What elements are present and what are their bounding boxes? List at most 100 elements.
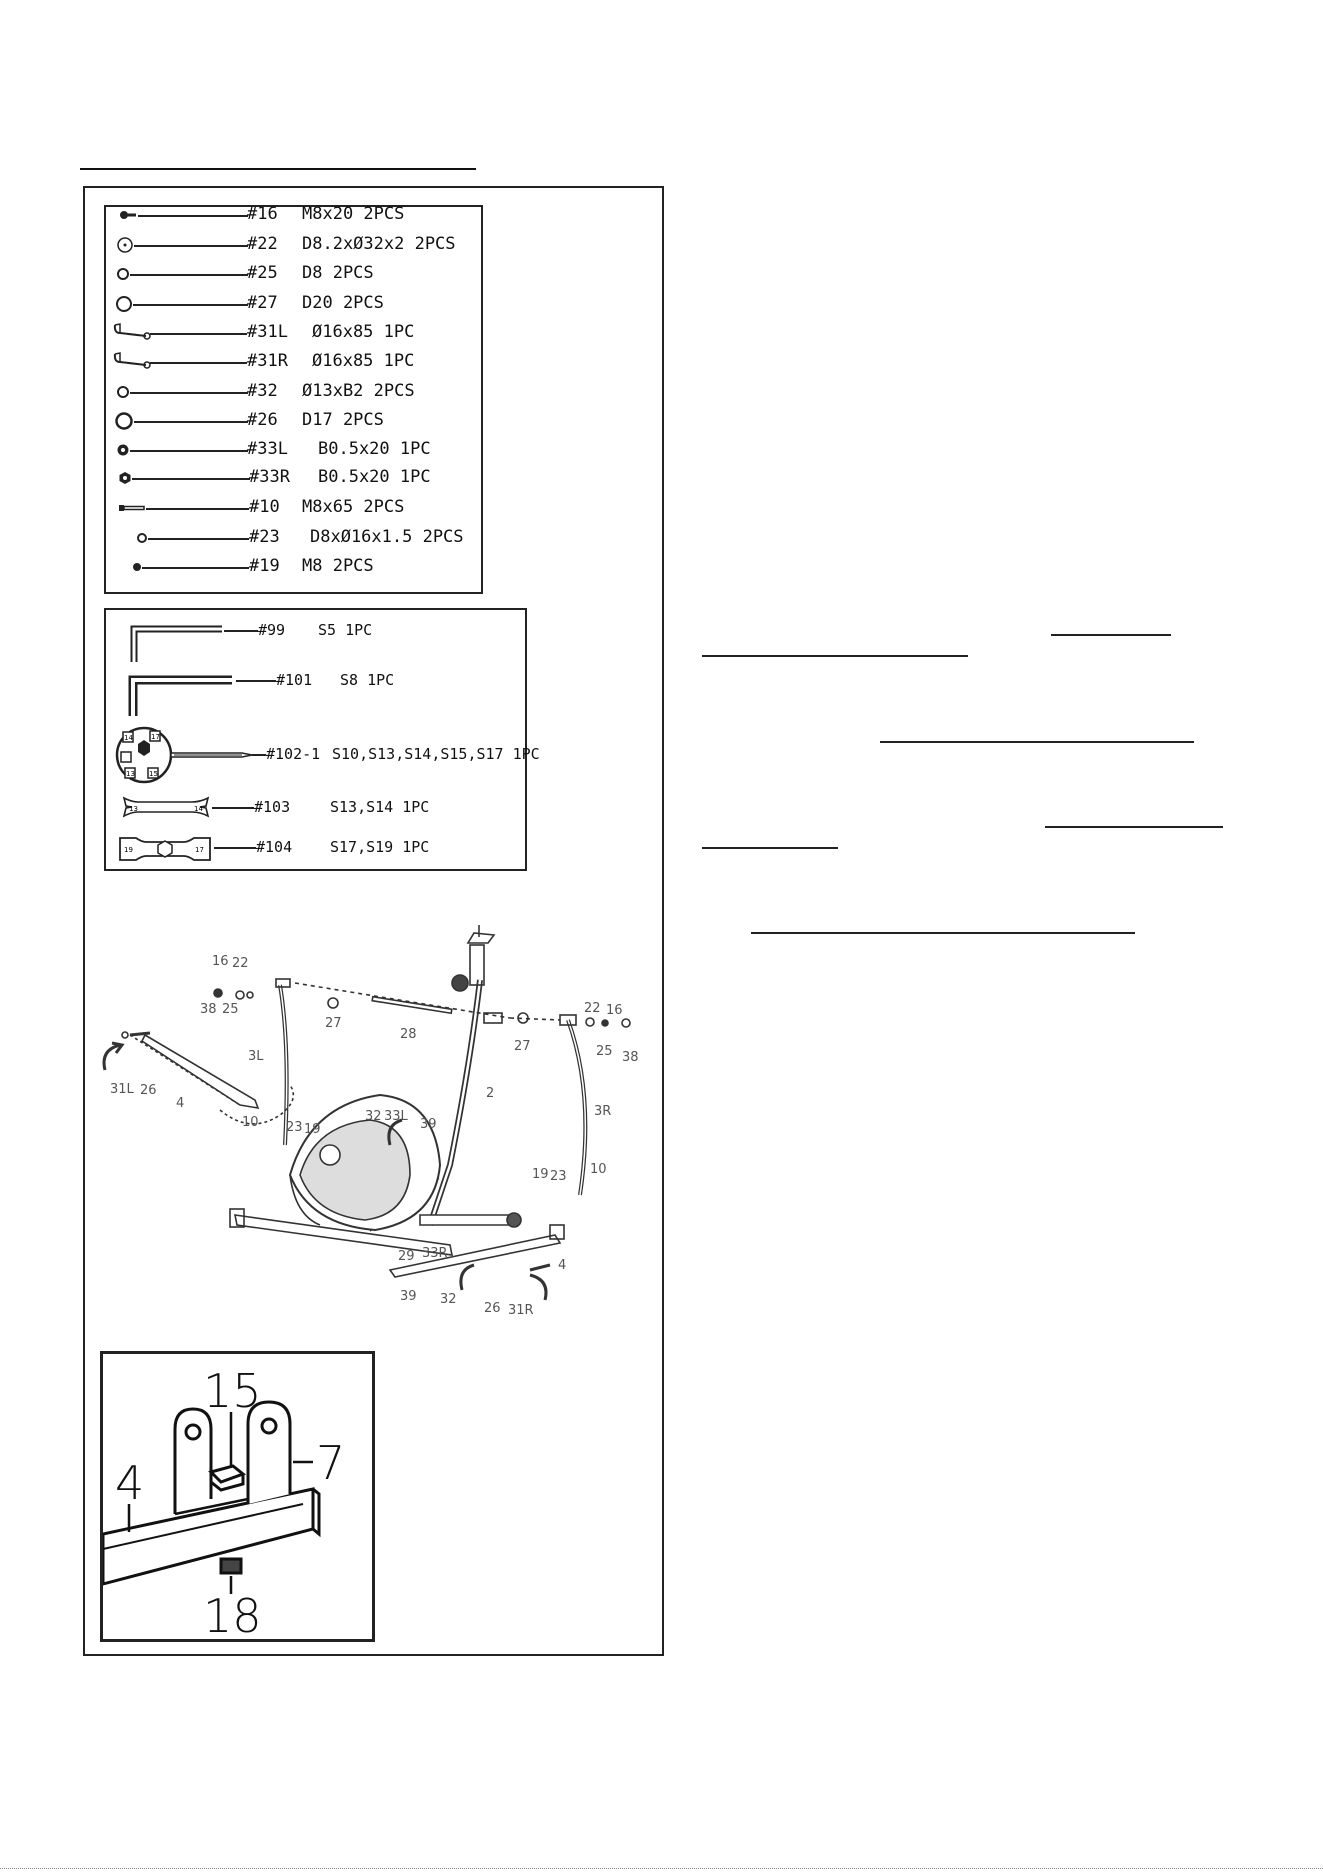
part-spec: Ø13xB2 2PCS — [302, 381, 415, 401]
underline-mark — [751, 932, 1135, 934]
detail-callout: 18 — [203, 1589, 262, 1639]
part-id: #26 — [247, 410, 278, 430]
callout-label: 3R — [594, 1104, 611, 1119]
callout-label: 32 — [365, 1109, 382, 1124]
underline-mark — [1051, 634, 1171, 636]
assembly-step-frame — [83, 186, 664, 1656]
callout-label: 26 — [140, 1083, 157, 1098]
tool-spec: S10,S13,S14,S15,S17 1PC — [332, 745, 540, 763]
callout-label: 25 — [222, 1002, 239, 1017]
callout-label: 39 — [400, 1289, 417, 1304]
tool-id: #99 — [258, 621, 286, 639]
page-bottom-rule — [0, 1868, 1323, 1870]
socket-size-label: 15 — [149, 770, 158, 778]
callout-label: 31L — [110, 1082, 135, 1097]
callout-label: 23 — [286, 1120, 303, 1135]
detail-closeup: 15 4 7 18 — [100, 1351, 375, 1642]
wrench-size-label: 13 — [129, 805, 138, 813]
hardware-parts-list: #16 M8x20 2PCS #22 D8.2xØ32x2 2PCS #25 D… — [104, 204, 483, 594]
callout-label: 27 — [325, 1016, 342, 1031]
part-spec: B0.5x20 1PC — [318, 467, 431, 487]
callout-label: 33L — [384, 1109, 409, 1124]
part-spec: D8xØ16x1.5 2PCS — [310, 527, 464, 547]
callout-label: 19 — [304, 1122, 321, 1137]
part-spec: D17 2PCS — [302, 410, 384, 430]
part-id: #25 — [247, 263, 278, 283]
part-id: #23 — [249, 527, 280, 547]
underline-mark — [1045, 826, 1223, 828]
part-id: #10 — [249, 497, 280, 517]
callout-label: 25 — [596, 1044, 613, 1059]
underline-mark — [702, 847, 838, 849]
callout-label: 10 — [590, 1162, 607, 1177]
detail-callout: 15 — [203, 1364, 262, 1418]
part-id: #32 — [247, 381, 278, 401]
washer-icon — [117, 386, 129, 398]
part-spec: M8x20 2PCS — [302, 204, 405, 224]
callout-label: 3L — [248, 1049, 264, 1064]
detail-callout: 4 — [115, 1456, 144, 1510]
part-id: #31L — [247, 322, 288, 342]
part-spec: Ø16x85 1PC — [312, 322, 415, 342]
multi-socket-wrench-icon: 14 17 13 15 — [115, 726, 253, 784]
part-id: #16 — [247, 204, 278, 224]
tool-spec: S5 1PC — [318, 621, 373, 639]
bolt-icon — [119, 505, 145, 511]
tool-id: #102-1 — [266, 745, 321, 763]
part-id: #33R — [249, 467, 290, 487]
callout-label: 38 — [622, 1050, 639, 1065]
callout-label: 4 — [558, 1258, 566, 1273]
tool-spec: S17,S19 1PC — [330, 838, 430, 856]
wrench-size-label: 19 — [124, 846, 133, 854]
nut-icon — [117, 444, 129, 456]
allen-key-icon — [128, 675, 232, 716]
callout-label: 22 — [232, 956, 249, 971]
part-spec: B0.5x20 1PC — [318, 439, 431, 459]
callout-label: 31R — [508, 1303, 534, 1318]
bolt-icon — [120, 211, 136, 219]
callout-label: 27 — [514, 1039, 531, 1054]
part-spec: D20 2PCS — [302, 293, 384, 313]
washer-icon — [137, 533, 147, 543]
tool-id: #101 — [276, 671, 313, 689]
callout-label: 29 — [398, 1249, 415, 1264]
callout-label: 23 — [550, 1169, 567, 1184]
axle-icon — [113, 352, 151, 369]
callout-label: 19 — [532, 1167, 549, 1182]
tool-spec: S13,S14 1PC — [330, 798, 430, 816]
callout-label: 16 — [606, 1003, 623, 1018]
callout-label: 26 — [484, 1301, 501, 1316]
callout-label: 32 — [440, 1292, 457, 1307]
allen-key-icon — [130, 625, 222, 662]
part-spec: M8x65 2PCS — [302, 497, 405, 517]
bracket-detail-drawing: 15 4 7 18 — [103, 1364, 345, 1639]
callout-label: 10 — [242, 1115, 259, 1130]
tool-spec: S8 1PC — [340, 671, 395, 689]
socket-size-label: 13 — [126, 770, 135, 778]
part-id: #19 — [249, 556, 280, 576]
tool-id: #103 — [254, 798, 291, 816]
callout-label: 28 — [400, 1027, 417, 1042]
underline-mark — [702, 655, 968, 657]
part-id: #31R — [247, 351, 288, 371]
part-id: #22 — [247, 234, 278, 254]
wrench-size-label: 14 — [194, 805, 203, 813]
tool-id: #104 — [256, 838, 293, 856]
part-id: #33L — [247, 439, 288, 459]
washer-icon — [117, 268, 129, 280]
socket-size-label: 17 — [151, 733, 160, 741]
washer-icon — [115, 412, 133, 430]
open-end-wrench-icon: 13 14 — [122, 796, 210, 818]
part-spec: M8 2PCS — [302, 556, 374, 576]
washer-icon — [116, 296, 132, 312]
exploded-assembly-diagram: 16 22 38 25 27 28 3L 2 27 22 16 25 38 3R… — [102, 925, 639, 1318]
box-wrench-icon: 19 17 — [119, 837, 211, 861]
part-spec: D8 2PCS — [302, 263, 374, 283]
socket-size-label: 14 — [124, 734, 133, 742]
part-spec: Ø16x85 1PC — [312, 351, 415, 371]
callout-label: 16 — [212, 954, 229, 969]
part-spec: D8.2xØ32x2 2PCS — [302, 234, 456, 254]
part-id: #27 — [247, 293, 278, 313]
washer-icon — [117, 237, 133, 253]
callout-label: 39 — [420, 1117, 437, 1132]
